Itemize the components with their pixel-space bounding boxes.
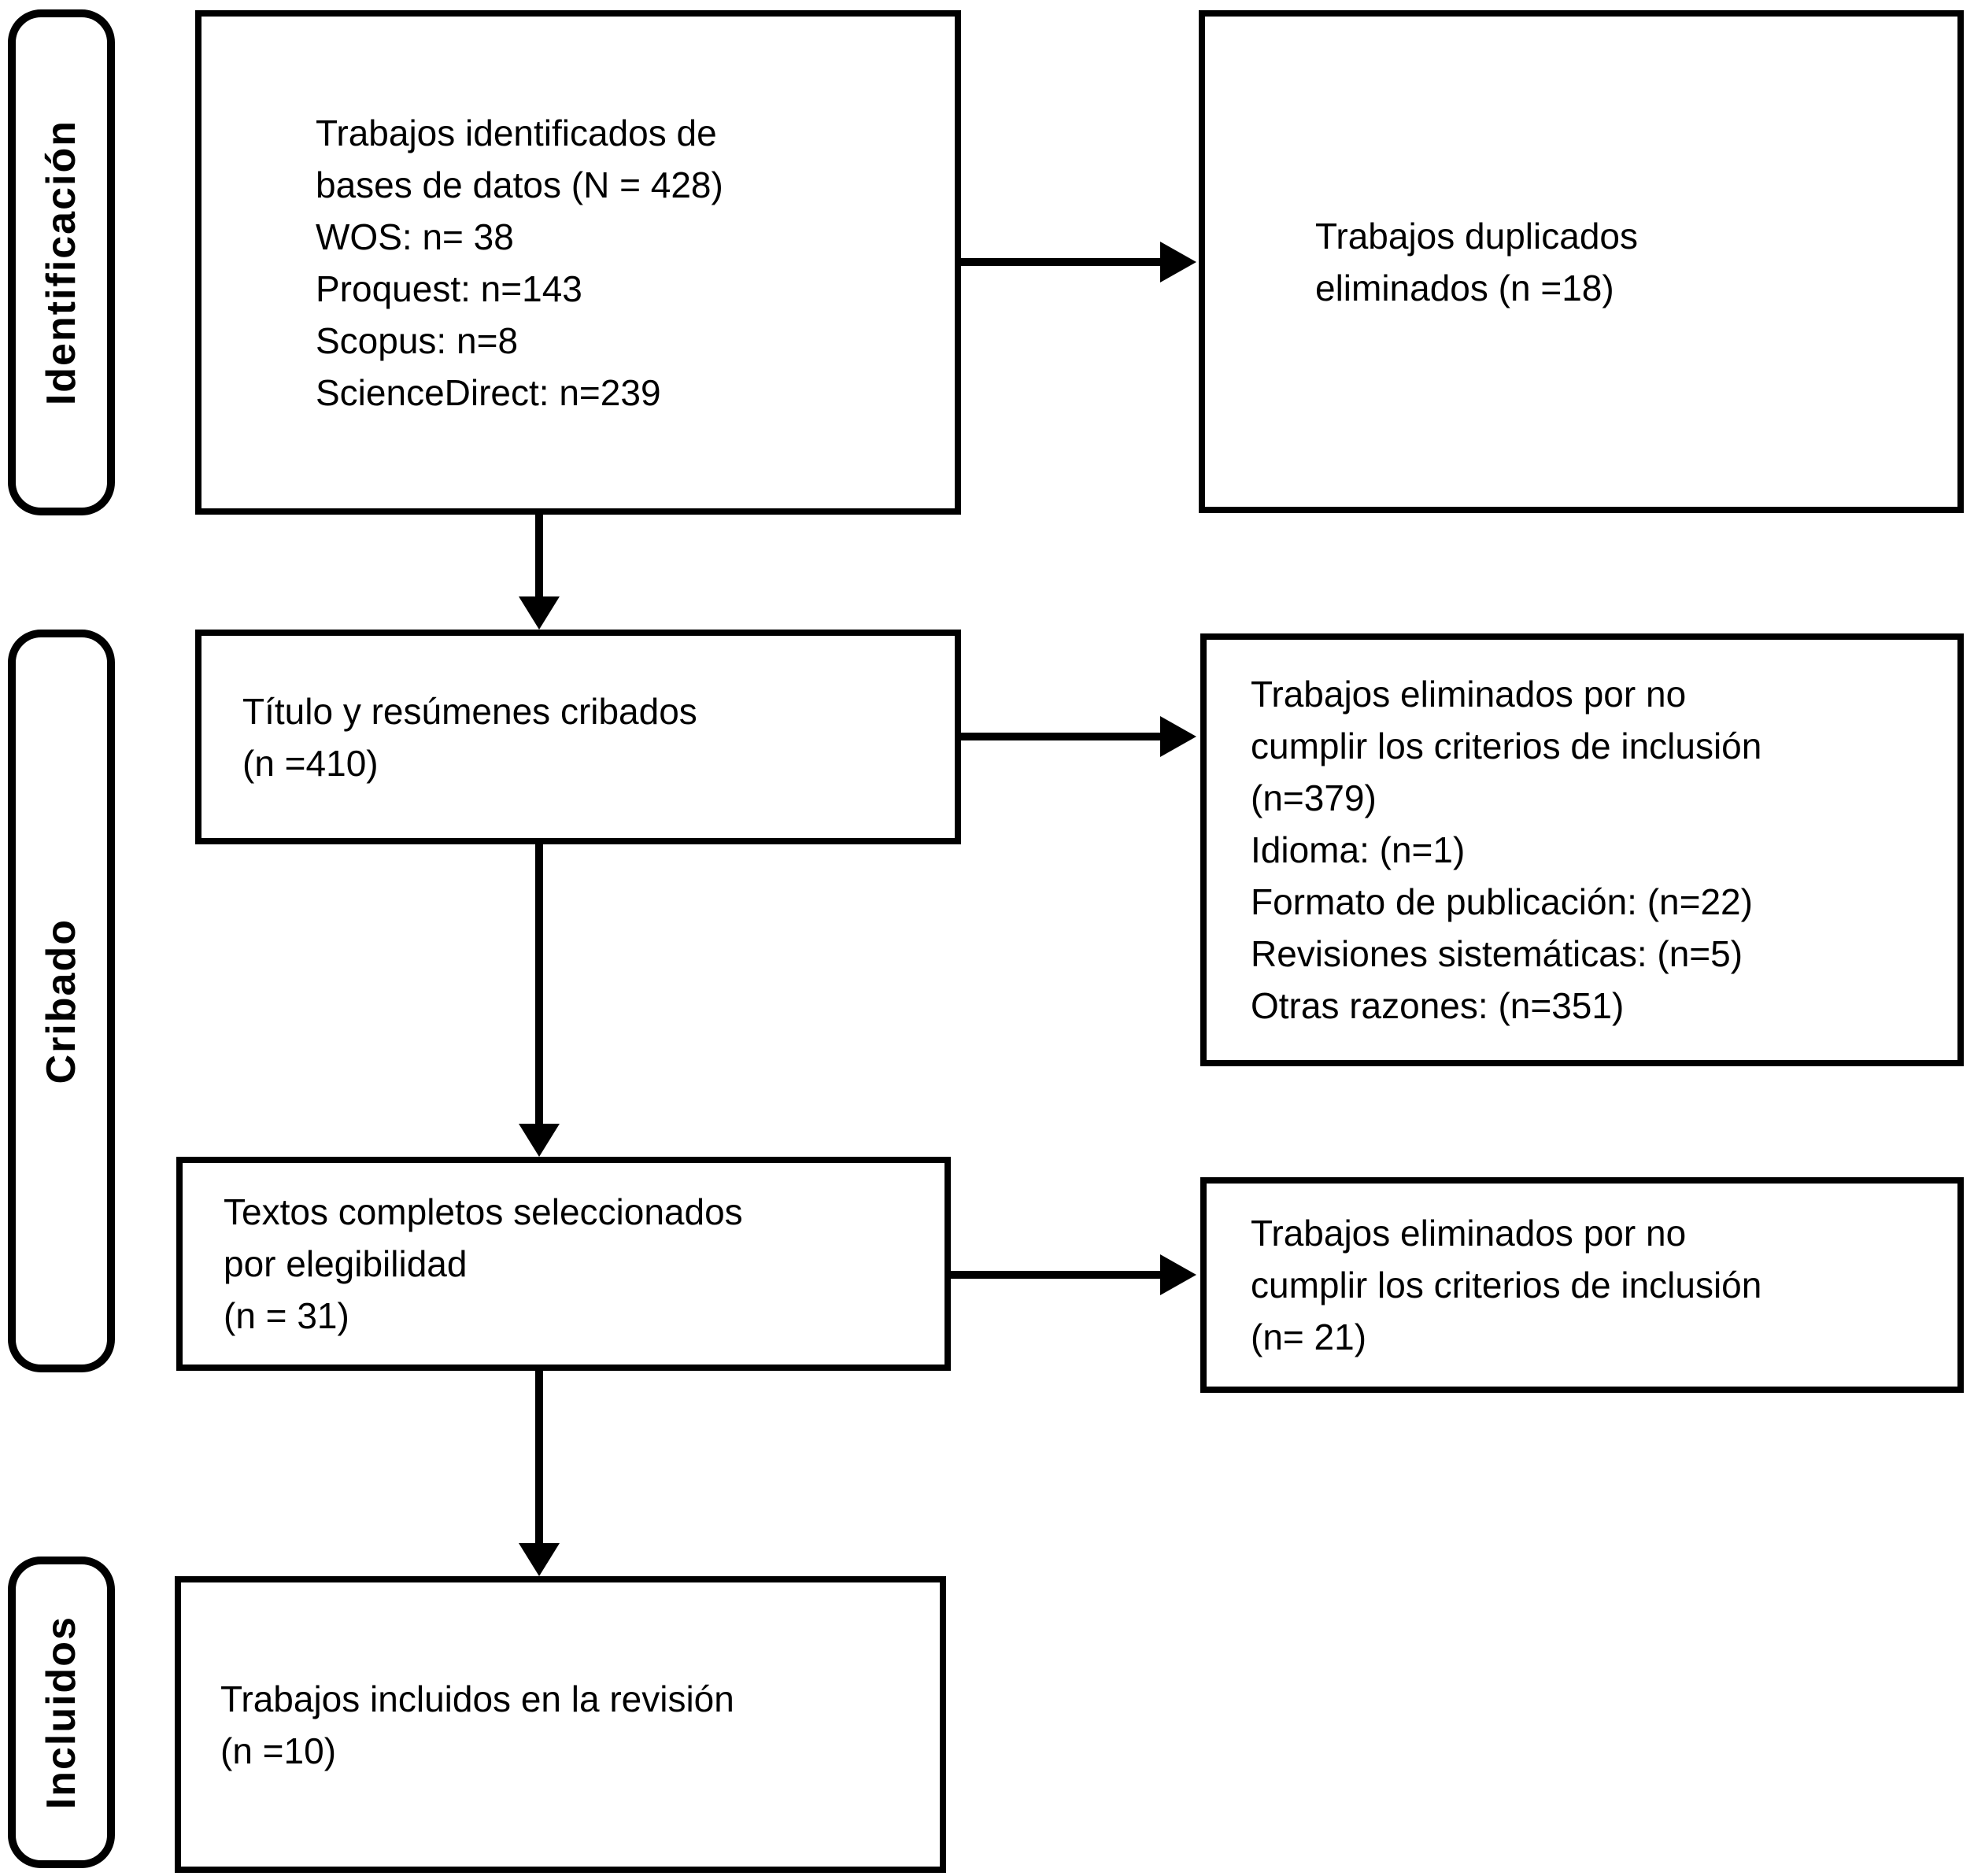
arrow-identified-to-screened-head-icon (519, 596, 560, 630)
box-records-identified-line: bases de datos (N = 428) (316, 164, 723, 205)
box-full-text-selected-line: Textos completos seleccionados (224, 1191, 743, 1232)
arrow-screened-to-fulltext-line (535, 844, 543, 1128)
box-excluded-screening-line: Trabajos eliminados por no (1251, 674, 1687, 715)
box-excluded-full-text-line: cumplir los criterios de inclusión (1251, 1265, 1762, 1305)
box-excluded-full-text-line: Trabajos eliminados por no (1251, 1213, 1687, 1254)
box-excluded-full-text: Trabajos eliminados por no cumplir los c… (1200, 1177, 1964, 1393)
box-duplicates-removed-line: eliminados (n =18) (1315, 267, 1614, 308)
box-records-identified-line: ScienceDirect: n=239 (316, 371, 661, 413)
arrow-fulltext-to-included-line (535, 1371, 543, 1547)
stage-label-identification: Identificación (39, 119, 84, 406)
box-title-abstract-screened: Título y resúmenes cribados (n =410) (195, 630, 961, 844)
box-excluded-screening-line: (n=379) (1251, 777, 1377, 818)
box-full-text-selected-line: por elegibilidad (224, 1243, 468, 1284)
box-records-identified: Trabajos identificados de bases de datos… (195, 10, 961, 515)
stage-pill-screening: Cribado (8, 630, 115, 1372)
box-full-text-selected-line: (n = 31) (224, 1295, 349, 1336)
box-excluded-screening-line: cumplir los criterios de inclusión (1251, 726, 1762, 766)
arrow-fulltext-to-excluded-line (951, 1271, 1166, 1279)
box-duplicates-removed-line: Trabajos duplicados (1315, 215, 1638, 257)
stage-label-screening: Cribado (39, 918, 84, 1084)
box-records-identified-line: Trabajos identificados de (316, 112, 717, 153)
stage-label-included: Incluidos (39, 1615, 84, 1810)
box-excluded-screening: Trabajos eliminados por no cumplir los c… (1200, 633, 1964, 1066)
box-included-review: Trabajos incluidos en la revisión (n =10… (175, 1576, 946, 1873)
box-excluded-screening-line: Revisiones sistemáticas: (n=5) (1251, 933, 1743, 974)
box-excluded-screening-line: Formato de publicación: (n=22) (1251, 881, 1753, 922)
arrow-fulltext-to-excluded-head-icon (1160, 1254, 1196, 1295)
arrow-identified-to-screened-line (535, 514, 543, 602)
box-duplicates-removed: Trabajos duplicados eliminados (n =18) (1199, 10, 1964, 513)
arrow-screened-to-excluded-head-icon (1160, 716, 1196, 757)
box-title-abstract-screened-line: (n =410) (242, 742, 379, 784)
box-records-identified-line: WOS: n= 38 (316, 216, 514, 257)
box-included-review-line: (n =10) (220, 1730, 337, 1771)
arrow-screened-to-fulltext-head-icon (519, 1124, 560, 1157)
arrow-screened-to-excluded-line (961, 733, 1166, 740)
arrow-identified-to-duplicates-head-icon (1160, 242, 1196, 283)
box-records-identified-line: Scopus: n=8 (316, 319, 519, 361)
stage-pill-included: Incluidos (8, 1557, 115, 1868)
stage-pill-identification: Identificación (8, 9, 115, 515)
box-title-abstract-screened-line: Título y resúmenes cribados (242, 690, 697, 732)
box-excluded-screening-line: Idioma: (n=1) (1251, 829, 1466, 870)
box-included-review-line: Trabajos incluidos en la revisión (220, 1678, 734, 1719)
box-excluded-full-text-line: (n= 21) (1251, 1317, 1367, 1357)
arrow-fulltext-to-included-head-icon (519, 1543, 560, 1576)
box-full-text-selected: Textos completos seleccionados por elegi… (176, 1157, 951, 1371)
arrow-identified-to-duplicates-line (961, 258, 1166, 266)
box-records-identified-line: Proquest: n=143 (316, 268, 582, 309)
box-excluded-screening-line: Otras razones: (n=351) (1251, 985, 1625, 1026)
